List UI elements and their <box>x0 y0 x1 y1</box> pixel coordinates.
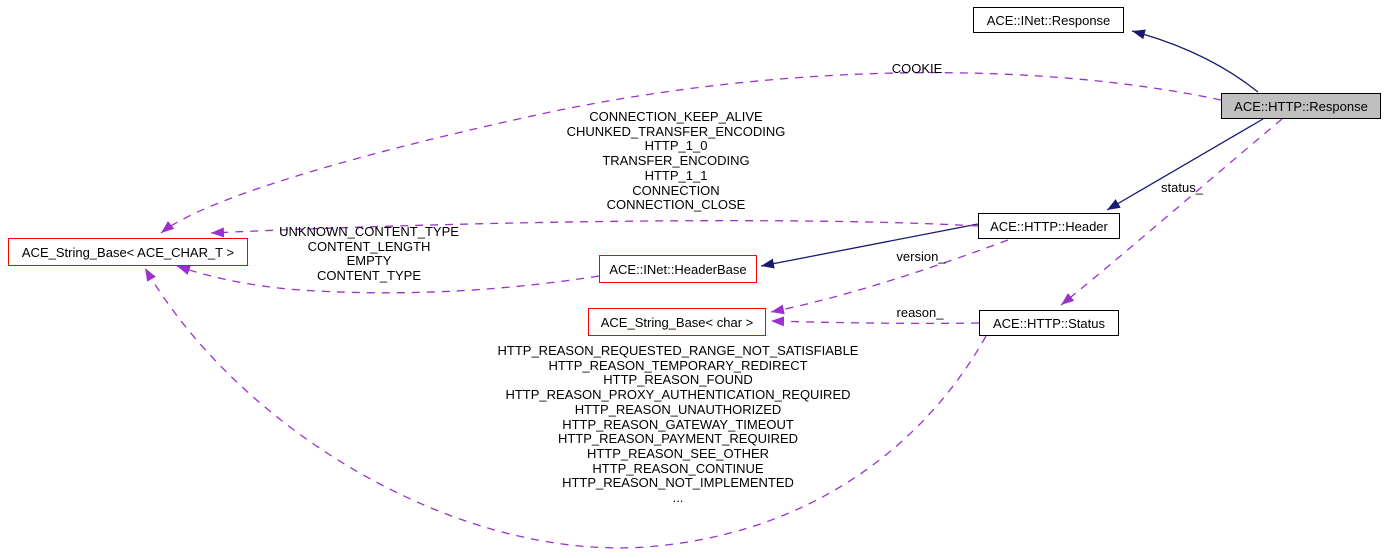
edge-label-cookie: COOKIE <box>891 61 943 76</box>
edge-label-headerbase-string-constants: UNKNOWN_CONTENT_TYPE CONTENT_LENGTH EMPT… <box>279 224 459 284</box>
usage-edge-status-reason-constants <box>144 267 987 549</box>
edge-label-header-string-constants: CONNECTION_KEEP_ALIVE CHUNKED_TRANSFER_E… <box>566 109 786 213</box>
class-node-ace-inet-response[interactable]: ACE::INet::Response <box>973 7 1124 33</box>
class-node-ace-http-header[interactable]: ACE::HTTP::Header <box>978 213 1120 239</box>
usage-edge-header-constants <box>210 220 979 238</box>
edge-label-reason-member: reason_ <box>896 305 944 320</box>
usage-edge-reason-member <box>770 316 980 327</box>
inheritance-edge-response-to-inet-response <box>1131 29 1259 93</box>
class-node-ace-inet-headerbase[interactable]: ACE::INet::HeaderBase <box>599 255 757 283</box>
usage-edge-version-member <box>770 239 1009 315</box>
edge-label-version-member: version_ <box>896 249 946 264</box>
inheritance-edge-response-to-header <box>1106 118 1264 211</box>
class-node-ace-string-base-char[interactable]: ACE_String_Base< char > <box>588 308 766 336</box>
usage-edge-status-member <box>1060 118 1283 306</box>
inheritance-edge-header-to-headerbase <box>760 223 979 269</box>
edge-label-status-reason-constants: HTTP_REASON_REQUESTED_RANGE_NOT_SATISFIA… <box>497 343 859 506</box>
edge-label-status-member: status_ <box>1161 180 1203 195</box>
class-node-ace-http-status[interactable]: ACE::HTTP::Status <box>979 310 1119 336</box>
class-node-ace-string-base-ace-char-t[interactable]: ACE_String_Base< ACE_CHAR_T > <box>8 238 248 266</box>
class-node-ace-http-response: ACE::HTTP::Response <box>1221 93 1381 119</box>
usage-edge-cookie <box>160 72 1222 234</box>
